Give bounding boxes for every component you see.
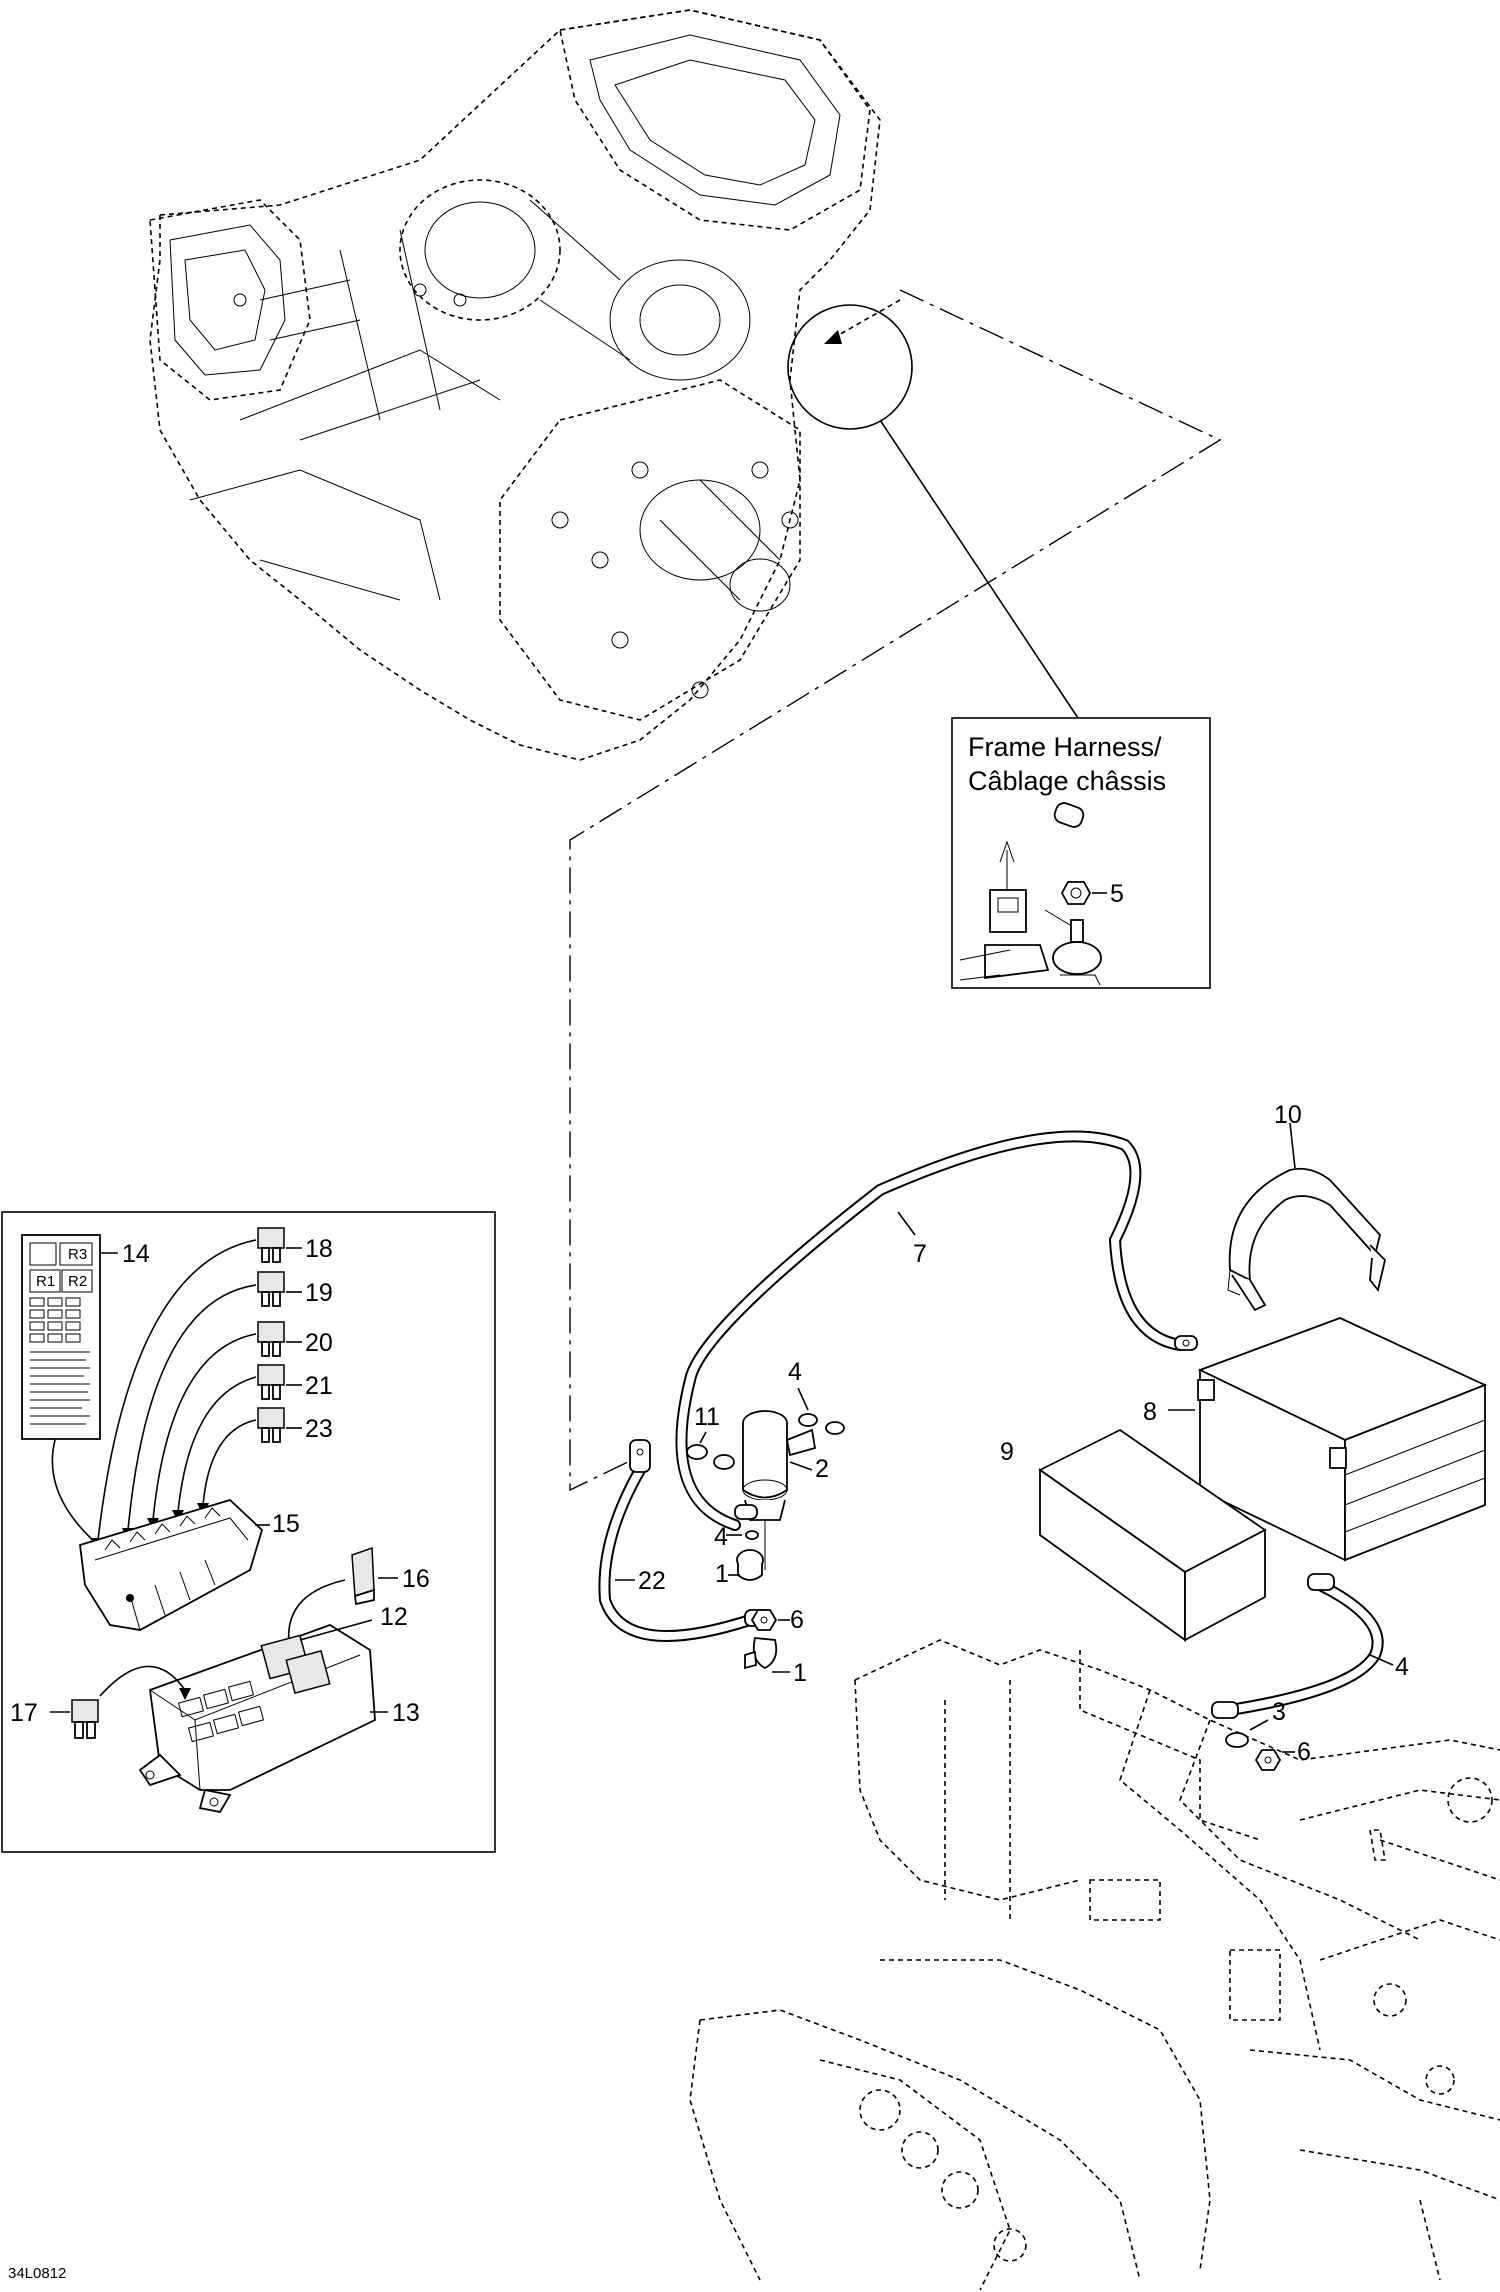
callout-20: 20	[305, 1329, 333, 1357]
fuse-box-base	[138, 1624, 376, 1814]
callout-2: 2	[815, 1455, 829, 1483]
fuse-label-panel: R3 R1 R2	[21, 1234, 101, 1440]
callout-6-solenoid: 6	[790, 1606, 804, 1634]
callout-21: 21	[305, 1372, 333, 1400]
harness-detail-marker	[787, 299, 1079, 719]
callout-6-negative: 6	[1297, 1738, 1311, 1766]
callout-7: 7	[913, 1240, 927, 1268]
frame-harness-inset: Frame Harness/ Câblage châssis 5	[951, 717, 1211, 989]
fuse-23: 23	[257, 1407, 333, 1443]
fuse-18: 18	[257, 1227, 333, 1263]
callout-14: 14	[122, 1240, 150, 1268]
callout-11: 11	[694, 1403, 720, 1431]
engine-bolts	[233, 283, 799, 699]
callout-8: 8	[1143, 1398, 1157, 1426]
battery-pad	[1038, 1428, 1267, 1642]
callout-5: 5	[1110, 880, 1124, 908]
inset-title-line2: Câblage châssis	[968, 766, 1166, 796]
callout-17: 17	[10, 1699, 38, 1727]
fuse-19: 19	[257, 1271, 333, 1307]
blade-fuses: 18 19 20 21	[257, 1227, 333, 1443]
battery	[1197, 1317, 1488, 1562]
callout-4-lower: 4	[714, 1523, 728, 1551]
callout-19: 19	[305, 1279, 333, 1307]
fuse-21: 21	[257, 1364, 333, 1400]
callout-23: 23	[305, 1415, 333, 1443]
inset-title-line1: Frame Harness/	[968, 732, 1162, 762]
fuse-leaders	[92, 1239, 257, 1550]
callout-13: 13	[392, 1699, 420, 1727]
callout-22: 22	[638, 1567, 666, 1595]
callout-10: 10	[1274, 1101, 1302, 1129]
callout-16: 16	[402, 1565, 430, 1593]
engine-assembly	[149, 9, 881, 761]
fuse-box-cover	[79, 1498, 264, 1631]
battery-strap	[1227, 1167, 1386, 1312]
drawing-code: 34L0812	[8, 2265, 66, 2282]
callout-18: 18	[305, 1235, 333, 1263]
callout-1-upper: 1	[715, 1560, 729, 1588]
callout-4-solenoid: 4	[788, 1358, 802, 1386]
vehicle-frame	[689, 1639, 1500, 2291]
callout-9: 9	[1000, 1438, 1014, 1466]
fuse-20: 20	[257, 1321, 333, 1357]
reference-phantom-line	[569, 289, 1222, 1492]
starter-solenoid	[742, 1410, 817, 1570]
relay-16: 16	[351, 1546, 430, 1606]
panel-label-r3: R3	[68, 1246, 87, 1263]
fuse-17: 17	[10, 1665, 191, 1739]
callout-12: 12	[380, 1603, 408, 1631]
callout-15: 15	[272, 1510, 300, 1538]
callout-4-negative: 4	[1395, 1653, 1409, 1681]
panel-label-r2: R2	[68, 1273, 87, 1290]
fuse-box-inset: R3 R1 R2 14	[1, 1211, 496, 1853]
callout-1-lower: 1	[793, 1659, 807, 1687]
panel-label-r1: R1	[36, 1273, 55, 1290]
callout-3: 3	[1272, 1698, 1286, 1726]
